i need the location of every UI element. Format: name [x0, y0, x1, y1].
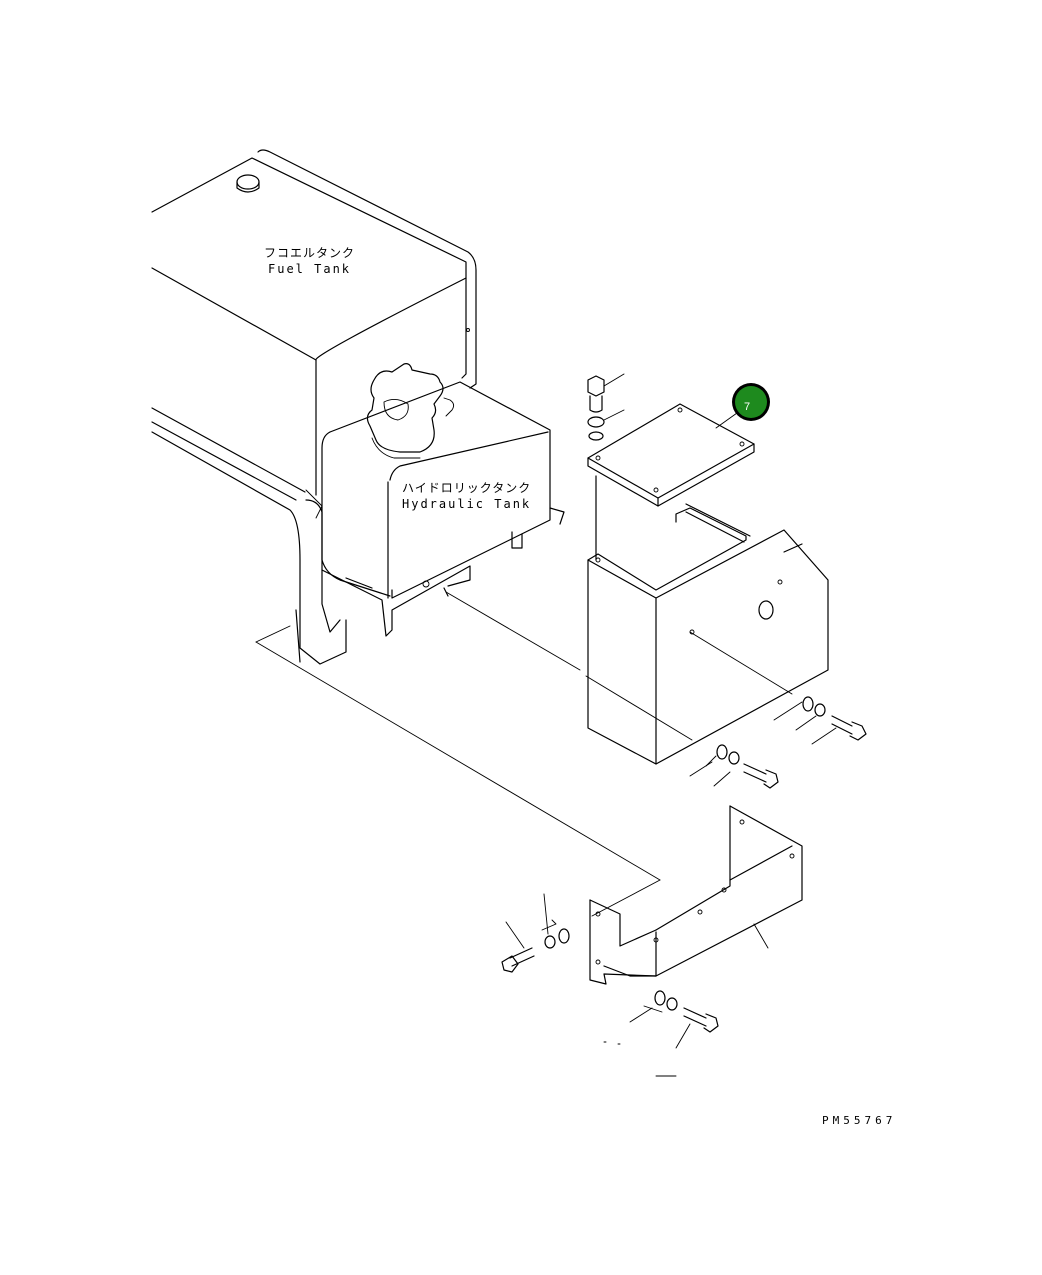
cover-plate	[587, 403, 755, 507]
box-cover	[587, 475, 829, 765]
callout-7[interactable]: 7	[732, 383, 770, 421]
callout-7-number: 7	[744, 401, 750, 413]
hydraulic-tank	[321, 363, 565, 637]
fuel-tank-label-jp: フコエルタンク	[264, 246, 355, 260]
bracket	[589, 805, 803, 985]
hydraulic-tank-label-en: Hydraulic Tank	[402, 497, 531, 511]
top-bolt-set	[587, 373, 625, 441]
box-bolt-set	[689, 696, 867, 789]
bracket-bolt-set	[501, 893, 719, 1077]
hydraulic-tank-label-jp: ハイドロリックタンク	[402, 481, 531, 495]
fuel-tank-label-en: Fuel Tank	[268, 262, 351, 276]
frame-lines	[255, 591, 793, 917]
drawing-code: PM55767	[822, 1114, 896, 1127]
fuel-tank	[151, 149, 477, 665]
